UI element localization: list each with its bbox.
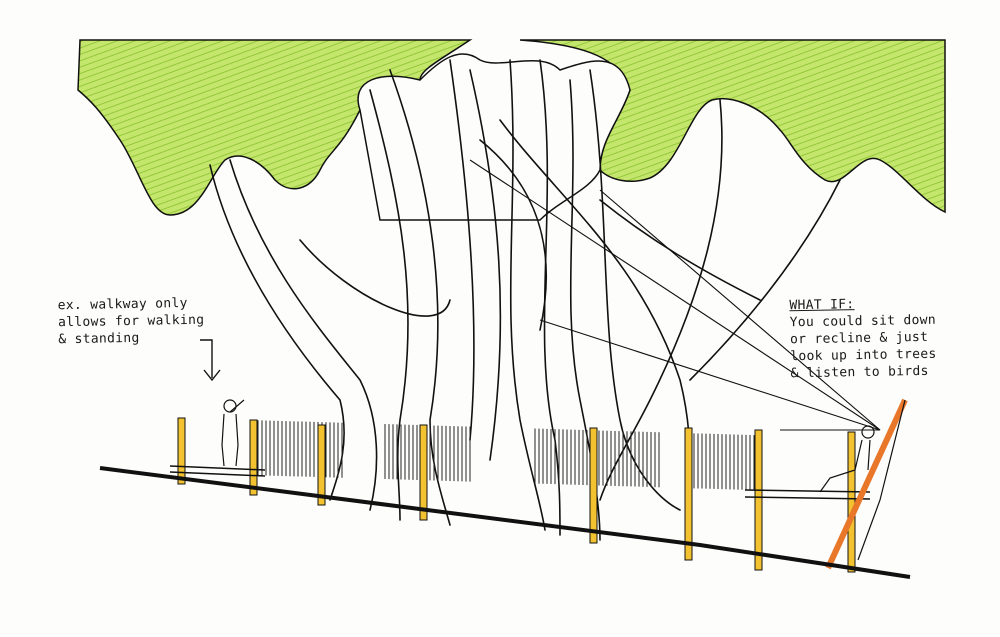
standing-person xyxy=(221,399,245,467)
ground-line xyxy=(99,466,911,579)
what-if-annotation: WHAT IF: You could sit down or recline &… xyxy=(789,295,937,383)
down-arrow-icon xyxy=(200,339,221,382)
reclining-person xyxy=(819,425,875,493)
walkway-railing xyxy=(257,420,755,491)
walkway-deck xyxy=(169,465,871,500)
annotation-line: allows for walking xyxy=(57,312,205,331)
annotation-line: & standing xyxy=(58,330,140,348)
annotation-line: & listen to birds xyxy=(790,363,929,382)
walkway-posts xyxy=(177,417,856,573)
walkway-annotation: ex. walkway only allows for walking & st… xyxy=(58,295,205,349)
sight-lines xyxy=(469,159,881,431)
central-tree-crown-outline xyxy=(357,53,631,221)
lounger xyxy=(825,398,908,570)
tree-trunks xyxy=(209,59,841,541)
